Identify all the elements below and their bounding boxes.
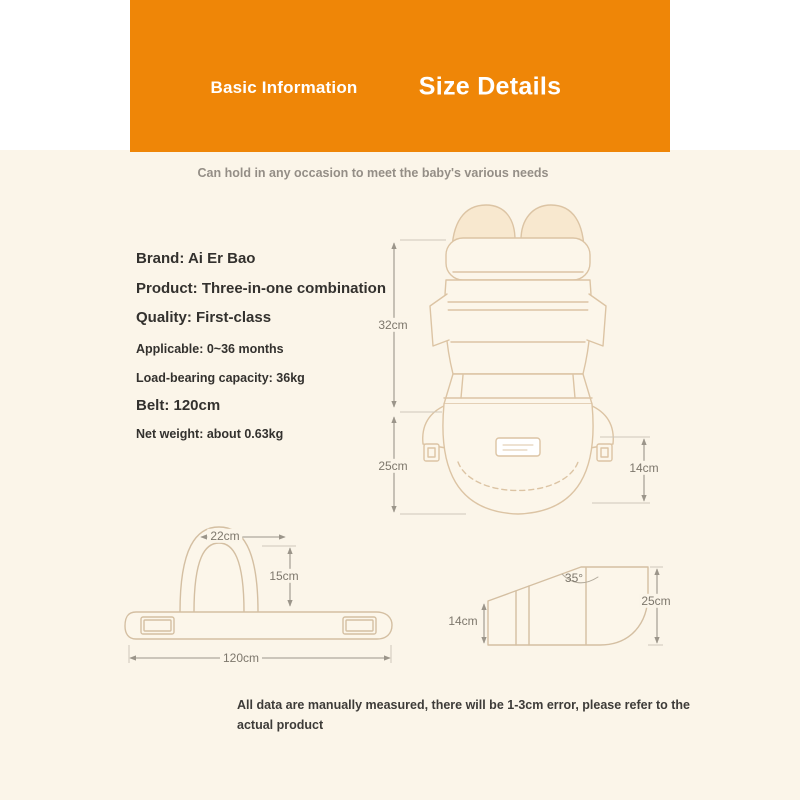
spec-applicable-age: Applicable: 0~36 months <box>136 342 284 356</box>
dim-belt-loop-height: 15cm <box>266 568 302 584</box>
tagline: Can hold in any occasion to meet the bab… <box>197 166 549 180</box>
spec-product: Product: Three-in-one combination <box>136 280 386 297</box>
dim-seat-front-height: 14cm <box>448 613 478 628</box>
dim-belt-loop-width: 22cm <box>207 528 243 544</box>
spec-brand: Brand: Ai Er Bao <box>136 250 256 267</box>
dimension-extension-lines <box>128 239 663 663</box>
header-band <box>130 0 670 152</box>
dim-seat-height: 25cm <box>638 593 674 609</box>
spec-quality: Quality: First-class <box>136 309 272 326</box>
spec-belt-length: Belt: 120cm <box>136 397 221 414</box>
hip-seat-side-illustration <box>487 566 649 646</box>
dim-carrier-lower-height: 25cm <box>375 458 411 474</box>
header-tab-size-details: Size Details <box>418 72 562 101</box>
dim-carrier-waist-height: 14cm <box>626 460 662 476</box>
measurement-disclaimer: All data are manually measured, there wi… <box>237 698 690 732</box>
header-tab-basic-information: Basic Information <box>210 78 358 97</box>
dim-seat-angle: 35° <box>564 570 584 585</box>
spec-net-weight: Net weight: about 0.63kg <box>136 427 284 441</box>
waist-belt-illustration <box>124 526 393 640</box>
dim-carrier-upper-height: 32cm <box>375 317 411 333</box>
content-background <box>0 150 800 800</box>
carrier-front-illustration <box>422 204 614 515</box>
dim-belt-total-length: 120cm <box>219 650 263 666</box>
spec-load-capacity: Load-bearing capacity: 36kg <box>136 371 305 385</box>
